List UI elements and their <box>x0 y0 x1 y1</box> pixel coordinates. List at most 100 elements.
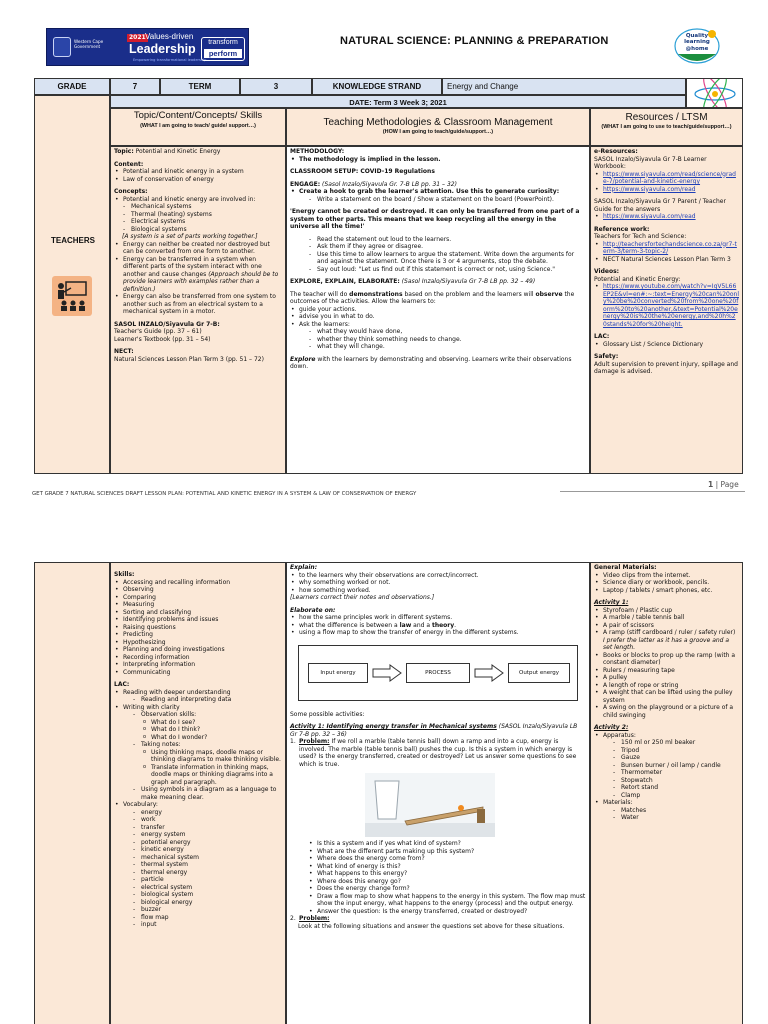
engage-step: Ask them if they agree or disagree. <box>308 243 586 251</box>
date-row: DATE: Term 3 Week 3; 2021 <box>110 95 686 108</box>
skills-label: Skills: <box>114 571 135 578</box>
explain-item: to the learners why their observations a… <box>290 572 586 580</box>
content-item: Law of conservation of energy <box>114 176 282 184</box>
question-item: Does the energy change form? <box>308 885 586 893</box>
vocab-item: buzzer <box>132 906 282 914</box>
coat-of-arms-icon <box>53 37 71 57</box>
allow-item: guide your actions. <box>290 306 586 314</box>
topic-content-cell: Topic: Potential and Kinetic Energy Cont… <box>110 146 286 474</box>
video-link[interactable]: https://www.youtube.com/watch?v=IqV5L66E… <box>603 283 739 328</box>
notes-list: Using thinking maps, doodle maps or thin… <box>142 749 282 787</box>
concept-subitem: Electrical systems <box>122 218 282 226</box>
res-lac-item: Glossary List / Science Dictionary <box>594 341 739 349</box>
teachers-column-p2 <box>34 562 110 1024</box>
skill-item: Communicating <box>114 669 282 677</box>
problem-2-label: Problem: <box>299 915 330 922</box>
skills-list: Accessing and recalling informationObser… <box>114 579 282 677</box>
eres-link[interactable]: https://www.siyavula.com/read/science/gr… <box>603 170 736 186</box>
reference-nect: NECT Natural Sciences Lesson Plan Term 3 <box>594 256 739 264</box>
ramp-cup-illustration <box>290 773 586 837</box>
observation-item: What do I see? <box>142 719 282 727</box>
apparatus-item: Thermometer <box>612 769 739 777</box>
eres-link-item: https://www.siyavula.com/read/science/gr… <box>594 171 739 186</box>
explore-closing: Explore with the learners by demonstrati… <box>290 356 586 371</box>
teachers-label: TEACHERS <box>50 236 95 245</box>
flow-input-box: Input energy <box>308 662 368 683</box>
topic-col-sub: (WHAT I am going to teach/ guide/ suppor… <box>140 123 256 130</box>
method-col-title: Teaching Methodologies & Classroom Manag… <box>323 117 553 128</box>
concept-item: Potential and kinetic energy are involve… <box>114 196 282 204</box>
page-number-value: 1 <box>708 480 714 489</box>
elaborate-item: what the difference is between a law and… <box>290 622 586 630</box>
engage-item: Create a hook to grab the learner's atte… <box>290 188 586 196</box>
problem-1-label: Problem: <box>299 738 330 745</box>
apparatus-item: Retort stand <box>612 784 739 792</box>
apparatus-item: 150 ml or 250 ml beaker <box>612 739 739 747</box>
question-item: Where does the energy come from? <box>308 855 586 863</box>
demo-pre: The teacher will do <box>290 290 348 298</box>
atom-icon <box>686 78 743 108</box>
skill-item: Planning and doing investigations <box>114 646 282 654</box>
apparatus-item: Clamp <box>612 792 739 800</box>
parent-link[interactable]: https://www.siyavula.com/read <box>603 213 696 220</box>
perform-text: perform <box>204 48 242 59</box>
content-label: Content: <box>114 160 144 168</box>
skill-item: Recording information <box>114 654 282 662</box>
observation-item: What do I think? <box>142 726 282 734</box>
activity2-label: Activity 2: <box>594 724 629 731</box>
engage-step: Use this time to allow learners to argue… <box>308 251 586 266</box>
concept-subitem: Biological systems <box>122 226 282 234</box>
lac-subitem: Observation skills: <box>132 711 282 719</box>
ramp-note: I prefer the latter as it has a groove a… <box>603 636 730 652</box>
eres-link[interactable]: https://www.siyavula.com/read <box>603 185 696 193</box>
video-link-item: https://www.youtube.com/watch?v=IqV5L66E… <box>594 283 739 328</box>
elab-2-and: and a <box>413 621 431 629</box>
page-rule <box>560 491 745 492</box>
flow-arrow-icon <box>372 663 402 682</box>
topic-label: Topic: <box>114 148 134 155</box>
res-lac-label: LAC: <box>594 333 610 340</box>
act1-item: Books or blocks to prop up the ramp (wit… <box>594 652 739 667</box>
ask-subitem: what they would have done, <box>308 328 586 336</box>
act1-item: A pulley <box>594 674 739 682</box>
vocab-list: energyworktransferenergy systempotential… <box>132 809 282 929</box>
explore-label: EXPLORE, EXPLAIN, ELABORATE: <box>290 278 400 285</box>
general-materials-label: General Materials: <box>594 564 657 571</box>
engage-step: Say out loud: "Let us find out if this s… <box>308 266 586 274</box>
transform-text: transform <box>208 39 238 46</box>
materials-list: MatchesWater <box>612 807 739 822</box>
method-content-cell: METHODOLOGY: The methodology is implied … <box>286 146 590 474</box>
skill-item: Observing <box>114 586 282 594</box>
question-item: What are the different parts making up t… <box>308 848 586 856</box>
elab-2-pre: what the difference is between a <box>299 621 398 629</box>
grade-value: 7 <box>110 78 160 95</box>
notes-item: Translate information in thinking maps, … <box>142 764 282 787</box>
eres-text: SASOL Inzalo/Siyavula Gr 7-B Learner Wor… <box>594 155 707 171</box>
act1-item: A ramp (stiff cardboard / ruler / safety… <box>594 629 739 652</box>
vocab-item: particle <box>132 876 282 884</box>
act1-item: A swing on the playground or a picture o… <box>594 704 739 719</box>
concept-3-note: (Approach should be to provide learners … <box>123 270 279 293</box>
question-item: What happens to this energy? <box>308 870 586 878</box>
demo-bold: demonstrations <box>349 290 403 298</box>
skill-item: Raising questions <box>114 624 282 632</box>
sasol-line: Teacher's Guide (pp. 37 – 61) <box>114 328 202 335</box>
concept-subitem: Mechanical systems <box>122 203 282 211</box>
observation-item: What do I wonder? <box>142 734 282 742</box>
reference-link[interactable]: http://teachersfortechandscience.co.za/g… <box>603 240 737 256</box>
topic-value: Potential and Kinetic Energy <box>135 148 221 155</box>
vocab-item: potential energy <box>132 839 282 847</box>
quality-logo-text: Quality learning @home <box>684 33 710 52</box>
videos-text: Potential and Kinetic Energy: <box>594 275 681 283</box>
vocab-item: thermal system <box>132 861 282 869</box>
banner-year: 2021 <box>127 34 148 42</box>
problem-2: Problem: <box>290 915 586 923</box>
flow-output-box: Output energy <box>508 662 570 683</box>
p2-lac-label: LAC: <box>114 681 130 688</box>
banner-values-driven: Values-driven <box>145 32 194 41</box>
problem-1: Problem: If we roll a marble (table tenn… <box>290 738 586 768</box>
safety-label: Safety: <box>594 353 619 360</box>
methodology-label: METHODOLOGY: <box>290 148 345 155</box>
sasol-label: SASOL INZALO/Siyavula Gr 7-B: <box>114 320 220 328</box>
parent-guide-text: SASOL Inzalo/Siyavula Gr 7 Parent / Teac… <box>594 198 726 213</box>
